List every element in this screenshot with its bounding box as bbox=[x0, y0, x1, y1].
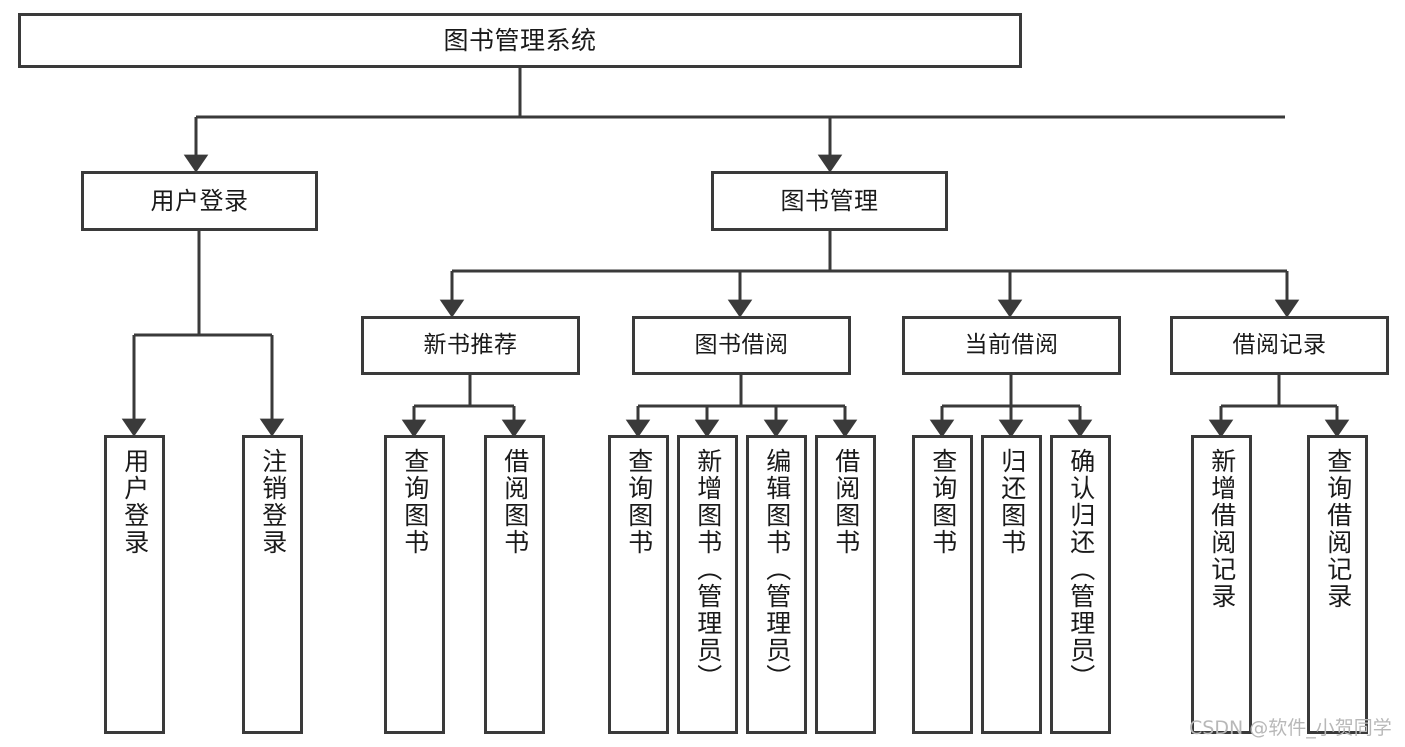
leaf-current-confirm-return-admin[interactable]: 确认归还（管理员） bbox=[1050, 435, 1111, 734]
leaf-borrow-add-book-admin[interactable]: 新增图书（管理员） bbox=[677, 435, 738, 734]
csdn-watermark: CSDN @软件_小贺同学 bbox=[1189, 717, 1392, 739]
node-new-book-recommend[interactable]: 新书推荐 bbox=[361, 316, 580, 375]
node-label: 新书推荐 bbox=[423, 331, 518, 358]
leaf-recommend-query-book[interactable]: 查询图书 bbox=[384, 435, 445, 734]
node-book-management[interactable]: 图书管理 bbox=[711, 171, 948, 231]
node-label: 确认归还（管理员） bbox=[1066, 448, 1096, 691]
node-label: 查询图书 bbox=[928, 448, 958, 556]
leaf-user-login-login[interactable]: 用户登录 bbox=[104, 435, 165, 734]
node-book-borrow[interactable]: 图书借阅 bbox=[632, 316, 851, 375]
node-label: 新增借阅记录 bbox=[1207, 448, 1237, 610]
leaf-current-return-book[interactable]: 归还图书 bbox=[981, 435, 1042, 734]
leaf-user-login-logout[interactable]: 注销登录 bbox=[242, 435, 303, 734]
leaf-current-query-book[interactable]: 查询图书 bbox=[912, 435, 973, 734]
node-label: 当前借阅 bbox=[964, 331, 1059, 358]
node-label: 编辑图书（管理员） bbox=[762, 448, 792, 691]
node-borrow-record[interactable]: 借阅记录 bbox=[1170, 316, 1389, 375]
node-user-login[interactable]: 用户登录 bbox=[81, 171, 318, 231]
node-label: 借阅图书 bbox=[831, 448, 861, 556]
node-label: 图书管理 bbox=[780, 186, 879, 215]
node-label: 新增图书（管理员） bbox=[693, 448, 723, 691]
leaf-record-query-record[interactable]: 查询借阅记录 bbox=[1307, 435, 1368, 734]
node-label: 用户登录 bbox=[120, 448, 150, 556]
node-label: 归还图书 bbox=[997, 448, 1027, 556]
node-root-book-management-system[interactable]: 图书管理系统 bbox=[18, 13, 1022, 68]
node-label: 查询图书 bbox=[624, 448, 654, 556]
leaf-borrow-borrow-book[interactable]: 借阅图书 bbox=[815, 435, 876, 734]
node-label: 借阅记录 bbox=[1232, 331, 1327, 358]
node-label: 查询借阅记录 bbox=[1323, 448, 1353, 610]
node-label: 借阅图书 bbox=[500, 448, 530, 556]
leaf-recommend-borrow-book[interactable]: 借阅图书 bbox=[484, 435, 545, 734]
node-label: 注销登录 bbox=[258, 448, 288, 556]
node-current-borrow[interactable]: 当前借阅 bbox=[902, 316, 1121, 375]
leaf-record-add-record[interactable]: 新增借阅记录 bbox=[1191, 435, 1252, 734]
leaf-borrow-edit-book-admin[interactable]: 编辑图书（管理员） bbox=[746, 435, 807, 734]
node-label: 图书管理系统 bbox=[443, 25, 597, 55]
leaf-borrow-query-book[interactable]: 查询图书 bbox=[608, 435, 669, 734]
node-label: 图书借阅 bbox=[694, 331, 789, 358]
node-label: 查询图书 bbox=[400, 448, 430, 556]
node-label: 用户登录 bbox=[150, 186, 249, 215]
